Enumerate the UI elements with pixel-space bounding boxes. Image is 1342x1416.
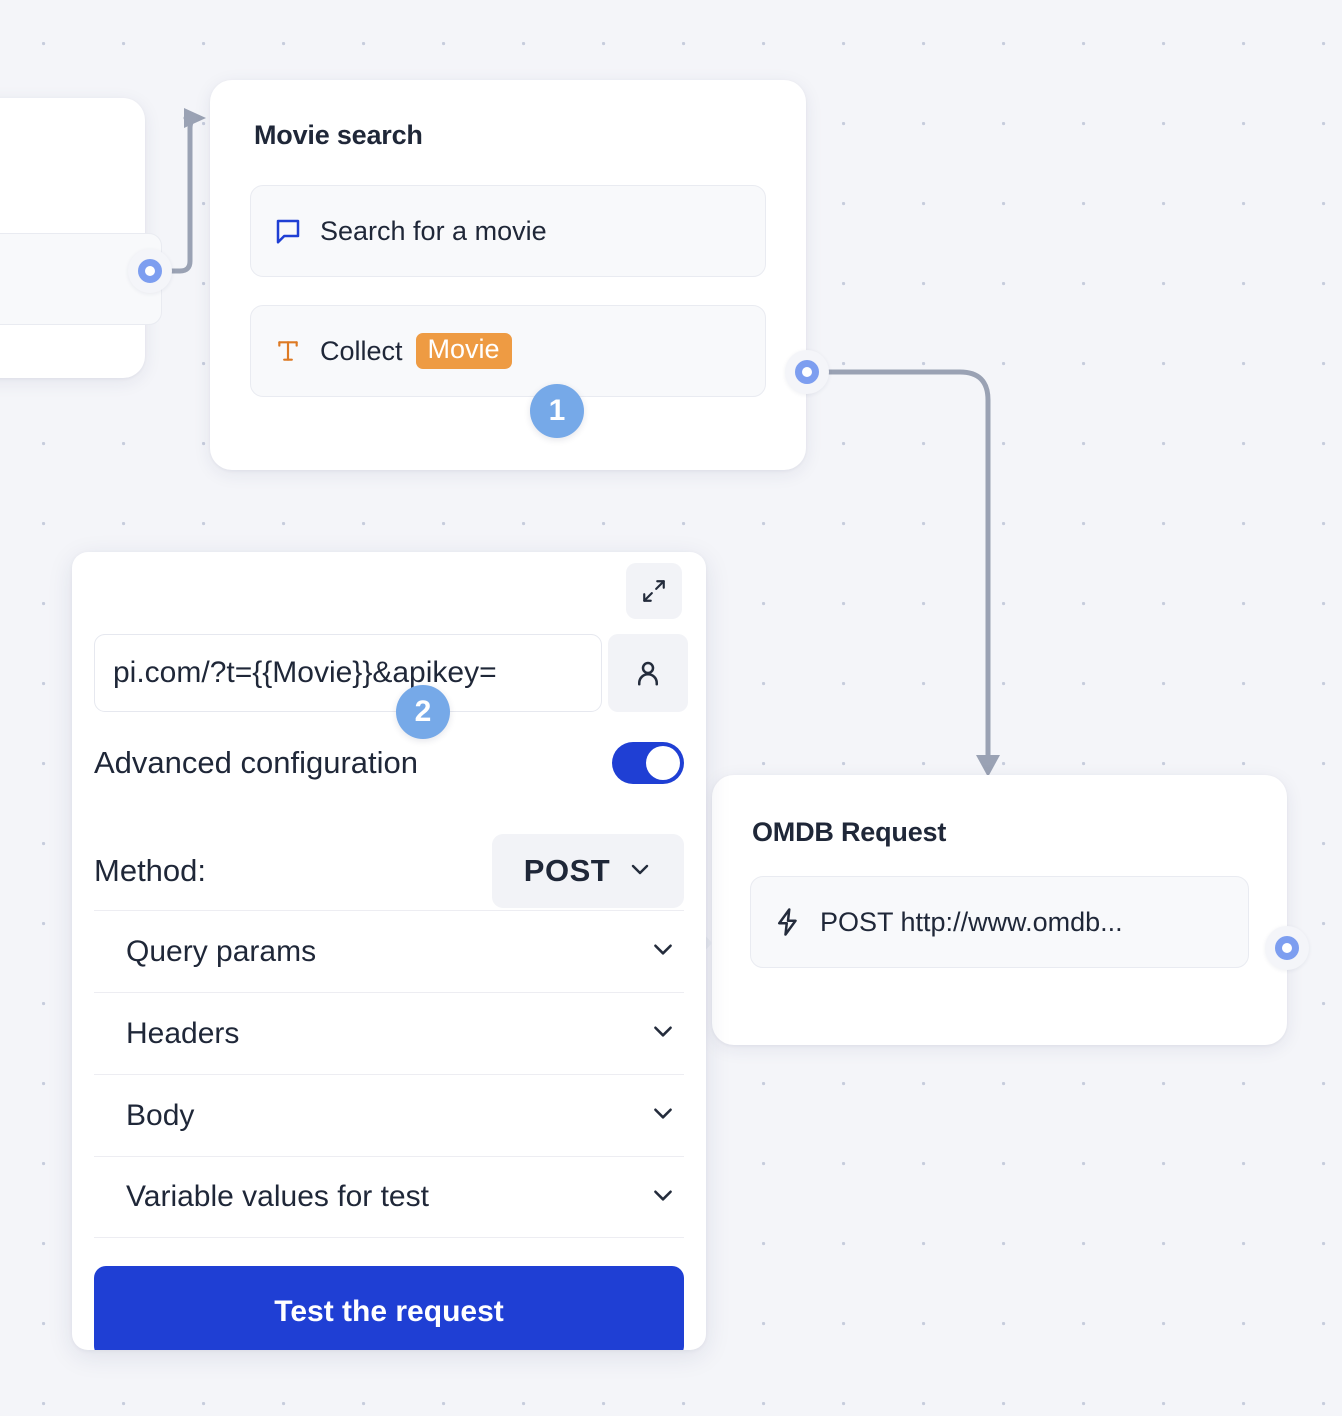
method-row: Method: POST [94,834,684,908]
variable-chip-movie[interactable]: Movie [415,333,512,369]
accordion-list: Query params Headers Body [94,910,684,1238]
node-row-collect-movie[interactable]: Collect Movie [250,305,766,397]
node-row-label: Search for a movie [320,215,547,246]
node-omdb-request[interactable]: OMDB Request POST http://www.omdb... [712,775,1287,1045]
method-select[interactable]: POST [492,834,684,908]
advanced-configuration-toggle[interactable] [612,742,684,784]
message-bubble-icon [273,216,303,246]
chevron-down-icon [628,857,652,886]
request-url-input[interactable] [94,634,602,712]
accordion-body[interactable]: Body [94,1074,684,1156]
advanced-configuration-label: Advanced configuration [94,745,419,780]
port-omdb-request-output[interactable] [1265,926,1309,970]
port-upstream-output[interactable] [128,249,172,293]
accordion-label: Headers [126,1016,240,1050]
chevron-down-icon[interactable] [650,1100,676,1131]
accordion-query-params[interactable]: Query params [94,910,684,992]
node-movie-search[interactable]: Movie search Search for a movie Collect … [210,80,806,470]
node-title: OMDB Request [752,817,947,847]
toggle-knob [646,746,680,780]
person-icon[interactable] [608,634,688,712]
step-badge-2: 2 [396,685,450,739]
port-movie-search-output[interactable] [785,350,829,394]
accordion-label: Variable values for test [126,1180,429,1213]
text-T-icon [273,336,303,366]
method-label: Method: [94,853,207,888]
chevron-down-icon[interactable] [650,936,676,967]
expand-diagonal-icon[interactable] [626,563,682,619]
accordion-label: Query params [126,934,317,968]
method-value: POST [523,853,611,888]
accordion-headers[interactable]: Headers [94,992,684,1074]
advanced-configuration-row: Advanced configuration [94,742,684,784]
upstream-node-partial[interactable] [0,98,162,378]
accordion-variable-values-for-test[interactable]: Variable values for test [94,1156,684,1238]
node-row-post-request[interactable]: POST http://www.omdb... [750,876,1249,968]
node-row-label: Collect [320,335,403,366]
accordion-label: Body [126,1098,195,1132]
chevron-down-icon[interactable] [650,1182,676,1213]
test-the-request-button[interactable]: Test the request [94,1266,684,1350]
node-row-label: POST http://www.omdb... [820,906,1123,937]
step-badge-1: 1 [530,384,584,438]
lightning-bolt-icon [773,907,803,937]
url-row [94,634,688,712]
node-title: Movie search [254,120,423,150]
request-config-panel[interactable]: Advanced configuration Method: POST Quer… [72,552,706,1350]
chevron-down-icon[interactable] [650,1018,676,1049]
node-row-search-for-a-movie[interactable]: Search for a movie [250,185,766,277]
